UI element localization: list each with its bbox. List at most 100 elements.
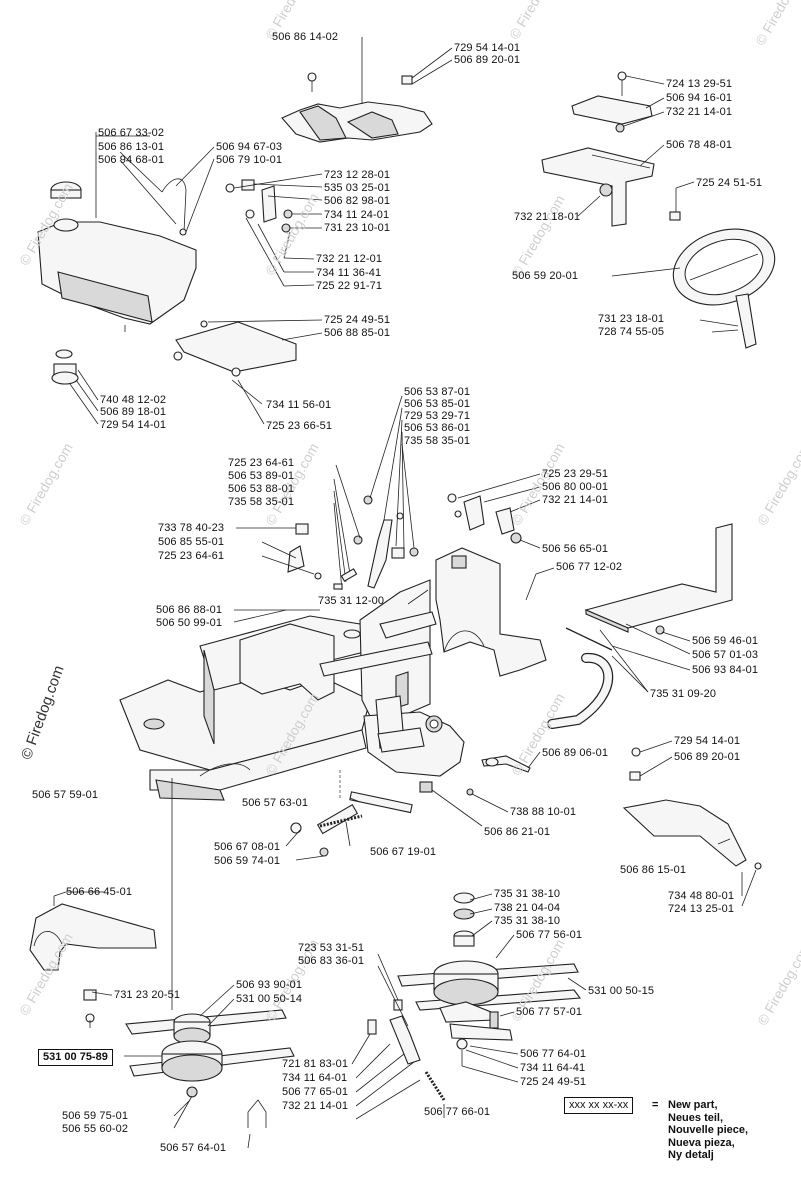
part-label: 725 23 29-51 xyxy=(542,468,609,480)
part-label: 506 59 46-01 xyxy=(692,635,759,647)
part-label: 506 89 06-01 xyxy=(542,747,609,759)
handle-tube-part xyxy=(547,627,614,729)
steering-wheel-part xyxy=(672,228,776,349)
part-label: 506 85 55-01 xyxy=(158,536,225,548)
part-label: 506 86 13-01 xyxy=(98,141,165,153)
part-label: 506 56 65-01 xyxy=(542,543,609,555)
part-label: 735 31 38-10 xyxy=(494,915,561,927)
legend-line: New part, xyxy=(668,1099,718,1111)
part-label: 506 77 56-01 xyxy=(516,929,583,941)
legend-line: Nueva pieza, xyxy=(668,1136,735,1149)
part-label: 732 21 12-01 xyxy=(316,253,383,265)
part-label: 725 24 51-51 xyxy=(696,177,763,189)
part-label: 506 94 16-01 xyxy=(666,92,733,104)
part-label: 506 57 01-03 xyxy=(692,649,759,661)
part-label: 724 13 29-51 xyxy=(666,78,733,90)
clamp-plate-part xyxy=(447,473,541,549)
part-label: 506 53 87-01 xyxy=(404,386,471,398)
part-label: 725 23 64-61 xyxy=(228,457,295,469)
part-label: 506 86 88-01 xyxy=(156,604,223,616)
part-label: 721 81 83-01 xyxy=(282,1058,349,1070)
part-label: 506 94 67-03 xyxy=(216,141,283,153)
part-label: 735 31 38-10 xyxy=(494,888,561,900)
part-label: 734 48 80-01 xyxy=(668,890,735,902)
part-label: 506 55 60-02 xyxy=(62,1123,129,1135)
part-label: 506 57 63-01 xyxy=(242,797,309,809)
part-label: 506 86 14-02 xyxy=(272,31,339,43)
part-label: 506 86 21-01 xyxy=(484,826,551,838)
part-label: 729 53 29-71 xyxy=(404,410,471,422)
part-label: 729 54 14-01 xyxy=(100,419,167,431)
part-label: 506 53 88-01 xyxy=(228,483,295,495)
lever-part xyxy=(29,891,157,1028)
idler-arm-part xyxy=(351,953,446,1120)
seat-part xyxy=(37,178,197,325)
part-label: 731 23 10-01 xyxy=(324,222,391,234)
legend-line: Nouvelle piece, xyxy=(668,1124,749,1136)
part-label: 506 93 84-01 xyxy=(692,664,759,676)
part-label: 506 67 19-01 xyxy=(370,846,437,858)
part-label: 506 59 75-01 xyxy=(62,1110,129,1122)
part-label: 734 11 64-01 xyxy=(282,1072,348,1084)
seat-pan-part xyxy=(173,319,323,425)
part-label: 506 77 66-01 xyxy=(424,1106,491,1118)
footrest-part xyxy=(584,523,733,635)
seat-knob-part xyxy=(51,325,126,425)
legend: xxx xx xx-xx = New part, Neues teil, Nou… xyxy=(564,1097,784,1177)
part-label: 506 86 15-01 xyxy=(620,864,687,876)
part-label: 506 80 00-01 xyxy=(542,481,609,493)
part-label: 506 77 57-01 xyxy=(516,1006,583,1018)
part-label: 506 83 36-01 xyxy=(298,955,365,967)
part-label: 535 03 25-01 xyxy=(324,182,391,194)
part-label: 731 23 18-01 xyxy=(598,313,665,325)
part-label: 506 67 08-01 xyxy=(214,841,281,853)
part-label: 723 12 28-01 xyxy=(324,169,391,181)
fender-part xyxy=(281,72,433,143)
part-label: 735 58 35-01 xyxy=(228,496,295,508)
part-label: 506 89 18-01 xyxy=(100,406,167,418)
part-label: 734 11 64-41 xyxy=(520,1062,586,1074)
part-label: 531 00 50-14 xyxy=(236,993,303,1005)
part-label: 506 93 90-01 xyxy=(236,979,303,991)
part-label: 506 77 12-02 xyxy=(556,561,623,573)
side-cover-part xyxy=(622,740,762,907)
part-label: 725 23 64-61 xyxy=(158,550,225,562)
part-label: 506 59 74-01 xyxy=(214,855,281,867)
part-label: 724 13 25-01 xyxy=(668,903,735,915)
legend-equals: = xyxy=(652,1099,659,1111)
part-label: 738 88 10-01 xyxy=(510,806,577,818)
left-pulley-part xyxy=(124,984,295,1149)
part-label: 740 48 12-02 xyxy=(100,394,167,406)
legend-line: Ny detalj xyxy=(668,1149,714,1161)
upper-bracket-part xyxy=(571,71,653,133)
part-label: 506 53 89-01 xyxy=(228,470,295,482)
clip-part xyxy=(236,523,322,580)
linkage-parts xyxy=(333,395,419,591)
part-label: 735 58 35-01 xyxy=(404,435,471,447)
part-label: 506 50 99-01 xyxy=(156,617,223,629)
part-label: 506 89 20-01 xyxy=(674,751,741,763)
part-label: 506 82 98-01 xyxy=(324,195,391,207)
pivot-shaft-part xyxy=(419,751,541,827)
part-label: 735 31 09-20 xyxy=(650,688,717,700)
part-label: 738 21 04-04 xyxy=(494,902,561,914)
part-label: 506 77 65-01 xyxy=(282,1086,349,1098)
part-label: 734 11 36-41 xyxy=(316,267,382,279)
part-label: 725 24 49-51 xyxy=(520,1076,587,1088)
new-part-number: 531 00 75-89 xyxy=(38,1049,113,1066)
part-label: 506 88 85-01 xyxy=(324,327,391,339)
right-pulley-part xyxy=(397,892,587,1083)
part-label: 506 78 48-01 xyxy=(666,139,733,151)
part-label: 729 54 14-01 xyxy=(674,735,741,747)
part-label: 506 67 33-02 xyxy=(98,127,165,139)
part-label: 506 77 64-01 xyxy=(520,1048,587,1060)
part-label: 506 57 64-01 xyxy=(160,1142,227,1154)
part-label: 506 89 20-01 xyxy=(454,54,521,66)
part-label: 732 21 14-01 xyxy=(542,494,609,506)
part-label: 506 57 59-01 xyxy=(32,789,99,801)
part-label: 725 22 91-71 xyxy=(316,280,383,292)
part-label: 506 94 68-01 xyxy=(98,154,165,166)
main-frame-part xyxy=(119,547,547,801)
